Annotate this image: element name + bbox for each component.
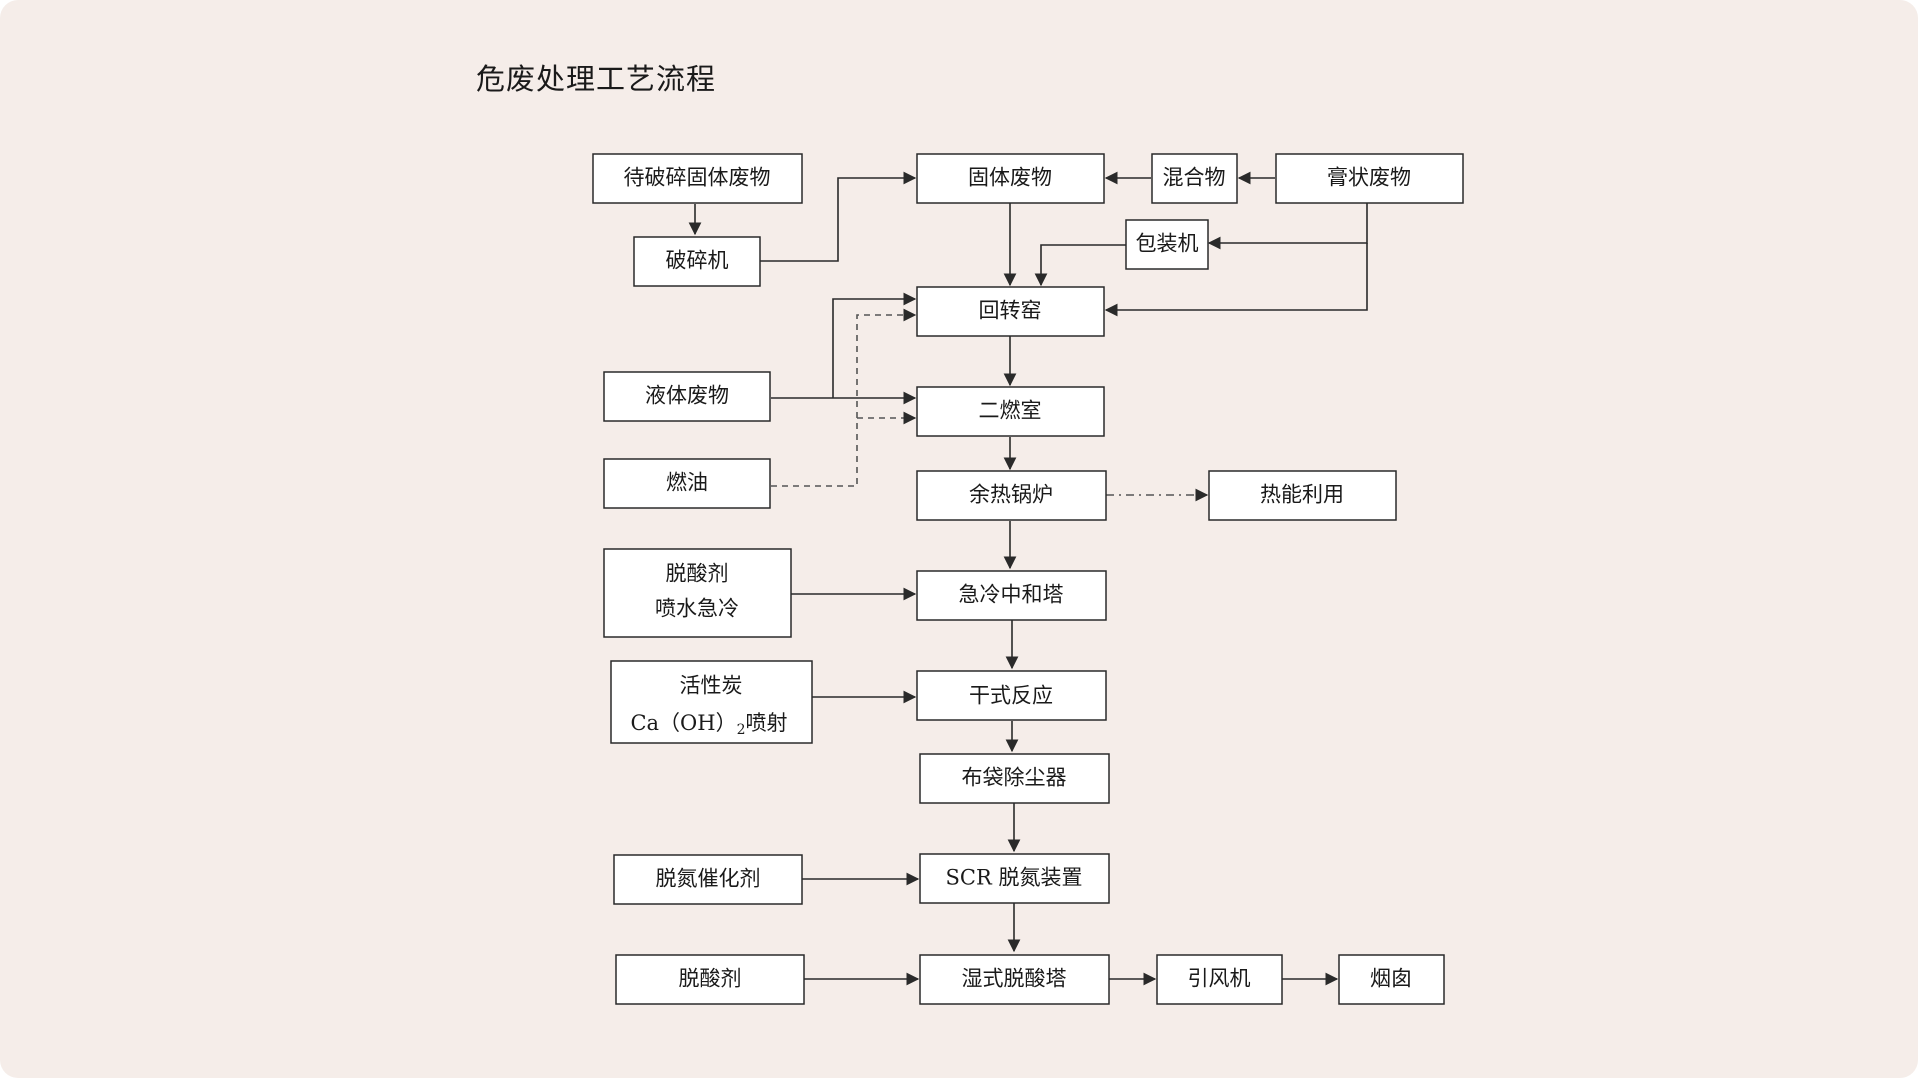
node-fuel-oil: 燃油 xyxy=(603,458,771,509)
svg-text:燃油: 燃油 xyxy=(666,471,708,495)
svg-text:混合物: 混合物 xyxy=(1163,166,1226,190)
svg-text:脱氮催化剂: 脱氮催化剂 xyxy=(656,867,761,891)
node-deacid-spray: 脱酸剂 喷水急冷 xyxy=(603,548,792,638)
node-denox-catalyst: 脱氮催化剂 xyxy=(613,854,803,905)
svg-text:布袋除尘器: 布袋除尘器 xyxy=(962,766,1067,790)
node-waste-heat-boiler: 余热锅炉 xyxy=(916,470,1107,521)
edge-paste-kiln xyxy=(1104,243,1368,317)
svg-text:破碎机: 破碎机 xyxy=(666,249,729,273)
edge-crusher-solid xyxy=(760,171,917,262)
node-crusher: 破碎机 xyxy=(633,236,761,287)
svg-text:待破碎固体废物: 待破碎固体废物 xyxy=(624,166,771,190)
node-paste-waste: 膏状废物 xyxy=(1275,153,1464,204)
node-quench-tower: 急冷中和塔 xyxy=(916,570,1107,621)
node-scr: SCR 脱氮装置 xyxy=(919,853,1110,904)
node-chimney: 烟囱 xyxy=(1338,954,1445,1005)
svg-text:液体废物: 液体废物 xyxy=(645,384,729,408)
svg-text:脱酸剂: 脱酸剂 xyxy=(666,562,729,586)
node-secondary-chamber: 二燃室 xyxy=(916,386,1105,437)
svg-text:余热锅炉: 余热锅炉 xyxy=(969,483,1053,507)
svg-text:烟囱: 烟囱 xyxy=(1370,967,1412,991)
edge-paste-packer xyxy=(1207,203,1368,250)
node-deacid-agent: 脱酸剂 xyxy=(615,954,805,1005)
svg-text:活性炭: 活性炭 xyxy=(680,674,743,698)
node-liquid-waste: 液体废物 xyxy=(603,371,771,422)
edge-packer-kiln xyxy=(1034,244,1126,287)
edge-liquid-kiln xyxy=(832,292,917,398)
svg-text:固体废物: 固体废物 xyxy=(968,166,1052,190)
edges xyxy=(688,171,1368,986)
svg-text:包装机: 包装机 xyxy=(1136,232,1199,256)
svg-text:二燃室: 二燃室 xyxy=(979,399,1042,423)
svg-text:干式反应: 干式反应 xyxy=(969,684,1053,708)
svg-text:喷水急冷: 喷水急冷 xyxy=(655,597,739,621)
svg-text:SCR 脱氮装置: SCR 脱氮装置 xyxy=(946,866,1083,890)
svg-text:膏状废物: 膏状废物 xyxy=(1327,166,1411,190)
node-wet-tower: 湿式脱酸塔 xyxy=(919,954,1110,1005)
node-mixture: 混合物 xyxy=(1151,153,1238,204)
node-solid-waste: 固体废物 xyxy=(916,153,1105,204)
node-carbon-injection: 活性炭 Ca（OH）2喷射 xyxy=(610,660,813,744)
node-bag-filter: 布袋除尘器 xyxy=(919,753,1110,804)
node-heat-use: 热能利用 xyxy=(1208,470,1397,521)
svg-text:Ca（OH）2喷射: Ca（OH）2喷射 xyxy=(630,711,787,739)
node-fan: 引风机 xyxy=(1156,954,1283,1005)
node-crush-solid: 待破碎固体废物 xyxy=(592,153,803,204)
node-rotary-kiln: 回转窑 xyxy=(916,286,1105,337)
page-title: 危废处理工艺流程 xyxy=(476,62,717,96)
svg-text:热能利用: 热能利用 xyxy=(1260,483,1344,507)
node-dry-reaction: 干式反应 xyxy=(916,670,1107,721)
svg-text:引风机: 引风机 xyxy=(1188,967,1251,991)
edge-oil-kiln xyxy=(771,308,917,487)
svg-text:急冷中和塔: 急冷中和塔 xyxy=(959,583,1064,607)
svg-text:湿式脱酸塔: 湿式脱酸塔 xyxy=(962,967,1067,991)
svg-text:回转窑: 回转窑 xyxy=(979,299,1042,323)
node-packer: 包装机 xyxy=(1125,219,1209,270)
svg-text:脱酸剂: 脱酸剂 xyxy=(679,967,742,991)
